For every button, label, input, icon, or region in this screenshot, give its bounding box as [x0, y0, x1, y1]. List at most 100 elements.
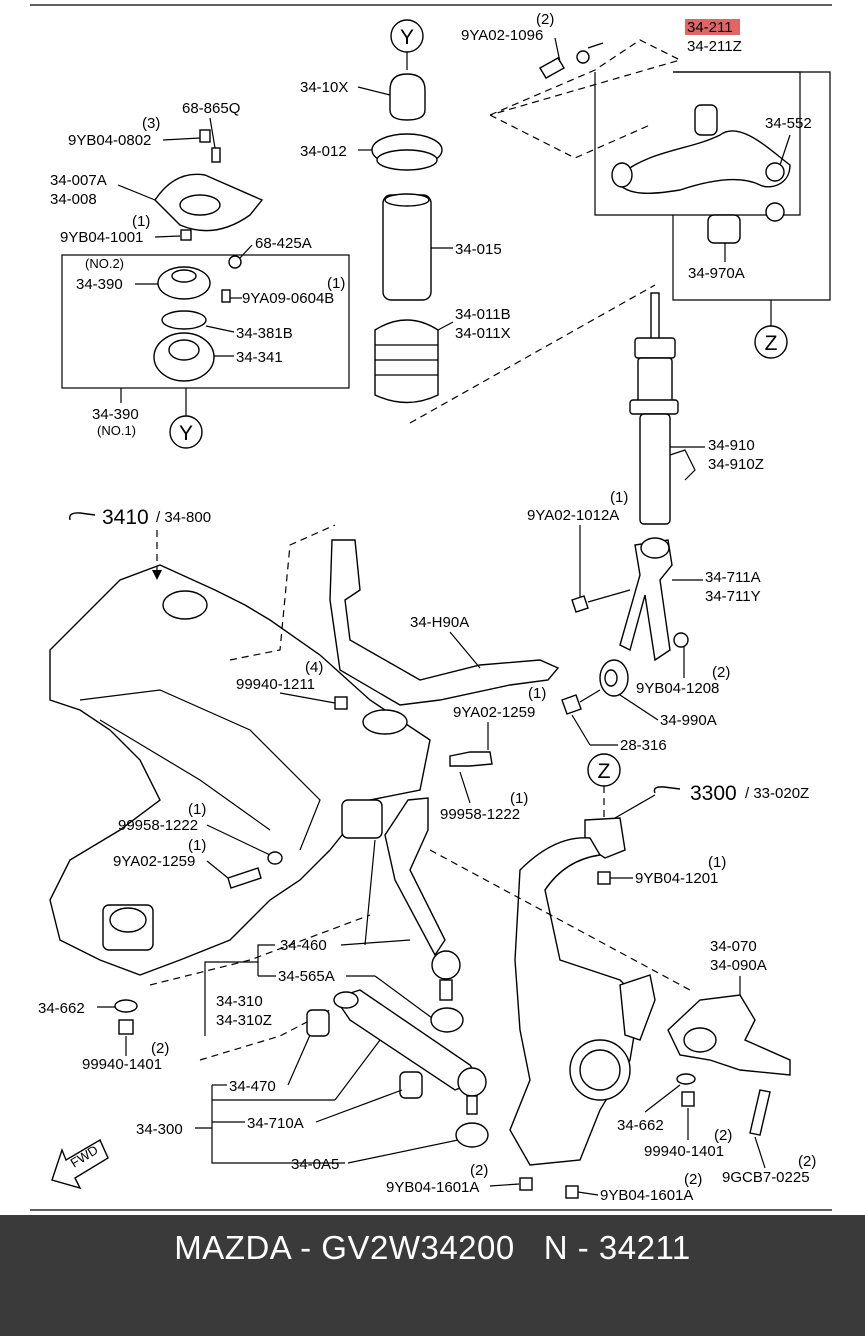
- nut-99940-1401-b: [681, 1091, 695, 1107]
- bracket-34-070: [667, 994, 791, 1076]
- part-34-552-label: 34-552: [765, 115, 812, 132]
- bolt-28-316: [561, 694, 582, 715]
- ball-joint-nut: [765, 202, 785, 222]
- bushing-34-970a: [707, 214, 741, 244]
- ball-joint-34-460: [431, 950, 461, 980]
- qty-label: (1): [510, 790, 528, 807]
- shock-absorber-34-910: [629, 292, 696, 525]
- seat-34-012-inner: [376, 149, 438, 171]
- part-99940-1401-b-label: 99940-1401: [644, 1143, 724, 1160]
- note-no2: (NO.2): [85, 256, 124, 271]
- qty-label: (2): [714, 1127, 732, 1144]
- shock-rod: [650, 292, 660, 344]
- nut-9yb04-1601a: [519, 1177, 533, 1191]
- fwd-arrow: FWD: [51, 1138, 109, 1190]
- ref-33-020z-label: / 33-020Z: [745, 785, 809, 802]
- qty-label: (1): [708, 854, 726, 871]
- plug-68-425a: [228, 255, 242, 269]
- qty-label: (1): [528, 685, 546, 702]
- part-9ya02-1012a-label: 9YA02-1012A: [527, 507, 619, 524]
- bolt-shaft: [587, 42, 604, 49]
- part-34-008-label: 34-008: [50, 191, 97, 208]
- z-marker-top-label: Z: [765, 332, 778, 355]
- part-34-341-label: 34-341: [236, 349, 283, 366]
- part-34-011b-label: 34-011B: [455, 306, 511, 323]
- part-34-662-b-label: 34-662: [617, 1117, 664, 1134]
- qty-label: (2): [470, 1162, 488, 1179]
- part-9ya02-1259-label: 9YA02-1259: [453, 704, 535, 721]
- ref-34-800-label: / 34-800: [156, 509, 211, 526]
- part-9ya02-1096-label: 9YA02-1096: [461, 27, 543, 44]
- bolt-9ya09-0604b: [221, 289, 231, 303]
- part-68-425a-label: 68-425A: [255, 235, 312, 252]
- part-9yb04-1601a-b-label: 9YB04-1601A: [600, 1187, 693, 1204]
- bolt-68-865q: [211, 147, 221, 163]
- part-34-990a-label: 34-990A: [660, 712, 717, 729]
- bushing-34-460: [341, 799, 383, 839]
- bolt-9ya02-1012a: [571, 595, 589, 613]
- crossmember: [49, 564, 431, 976]
- nut-9yb04-1201: [597, 871, 611, 885]
- part-34-090a-label: 34-090A: [710, 957, 767, 974]
- ref-3300-label: 3300: [690, 782, 737, 805]
- note-no1: (NO.1): [97, 423, 136, 438]
- nut-9yb04-1601a-b: [565, 1185, 579, 1199]
- ball-joint-34-300: [457, 1067, 487, 1097]
- part-34-662-label: 34-662: [38, 1000, 85, 1017]
- part-34-910-label: 34-910: [708, 437, 755, 454]
- washer-99958-1222: [267, 851, 283, 865]
- qty-label: (1): [610, 489, 628, 506]
- part-34-h90a-label: 34-H90A: [410, 614, 469, 631]
- ref-3410-label: 3410: [102, 506, 149, 529]
- part-34-470-label: 34-470: [229, 1078, 276, 1095]
- z-marker-bottom-label: Z: [598, 760, 611, 783]
- bolt-9ya02-1096: [539, 57, 565, 79]
- washer-34-662: [114, 999, 138, 1013]
- part-34-10x-label: 34-10X: [300, 79, 348, 96]
- nut-9yb04-1001: [180, 229, 192, 241]
- footer-part-number: MAZDA - GV2W34200 N - 34211: [174, 1229, 691, 1266]
- nut-99940-1401: [118, 1019, 134, 1035]
- part-9yb04-0802-label: 9YB04-0802: [68, 132, 151, 149]
- qty-label: (1): [327, 275, 345, 292]
- part-34-310-label: 34-310: [216, 993, 263, 1010]
- part-9yb04-1601a-label: 9YB04-1601A: [386, 1179, 479, 1196]
- part-34-970a-label: 34-970A: [688, 265, 745, 282]
- lower-arm-34-460: [384, 797, 446, 957]
- part-9yb04-1001-label: 9YB04-1001: [60, 229, 143, 246]
- part-9yb04-1201-label: 9YB04-1201: [635, 870, 718, 887]
- qty-label: (1): [188, 801, 206, 818]
- hand-icon-3410: [69, 512, 96, 521]
- part-34-070-label: 34-070: [710, 938, 757, 955]
- nut-9yb04-0802: [199, 129, 211, 143]
- part-34-711a-label: 34-711A: [705, 569, 761, 586]
- part-34-390-label: 34-390: [76, 276, 123, 293]
- part-34-711y-label: 34-711Y: [705, 588, 761, 605]
- part-99940-1401-label: 99940-1401: [82, 1056, 162, 1073]
- qty-label: (3): [142, 115, 160, 132]
- upper-arm-bushing: [694, 104, 718, 136]
- part-34-390-bottom-label: 34-390: [92, 406, 139, 423]
- part-34-211z-label: 34-211Z: [687, 38, 742, 55]
- part-99958-1222-label: 99958-1222: [440, 806, 520, 823]
- fork-34-711a: [619, 539, 673, 662]
- part-34-381b-label: 34-381B: [236, 325, 293, 342]
- nut-9ya02-1096: [576, 50, 590, 64]
- part-34-710a-label: 34-710A: [247, 1115, 304, 1132]
- steering-knuckle: [509, 837, 641, 1166]
- qty-label: (1): [188, 837, 206, 854]
- bolt-9ya02-1259: [449, 751, 493, 767]
- part-34-0a5-label: 34-0A5: [291, 1156, 339, 1173]
- qty-label: (2): [151, 1040, 169, 1057]
- qty-label: (4): [305, 659, 323, 676]
- part-9ya02-1259-b-label: 9YA02-1259: [113, 853, 195, 870]
- part-34-011x-label: 34-011X: [455, 325, 511, 342]
- part-34-015-label: 34-015: [455, 241, 502, 258]
- qty-label: (2): [712, 664, 730, 681]
- ball-joint: [765, 162, 785, 182]
- part-34-300-label: 34-300: [136, 1121, 183, 1138]
- part-34-910z-label: 34-910Z: [708, 456, 764, 473]
- bump-stop-34-10x: [389, 73, 426, 121]
- qty-label: (1): [132, 213, 150, 230]
- y-marker-top-label: Y: [400, 26, 414, 49]
